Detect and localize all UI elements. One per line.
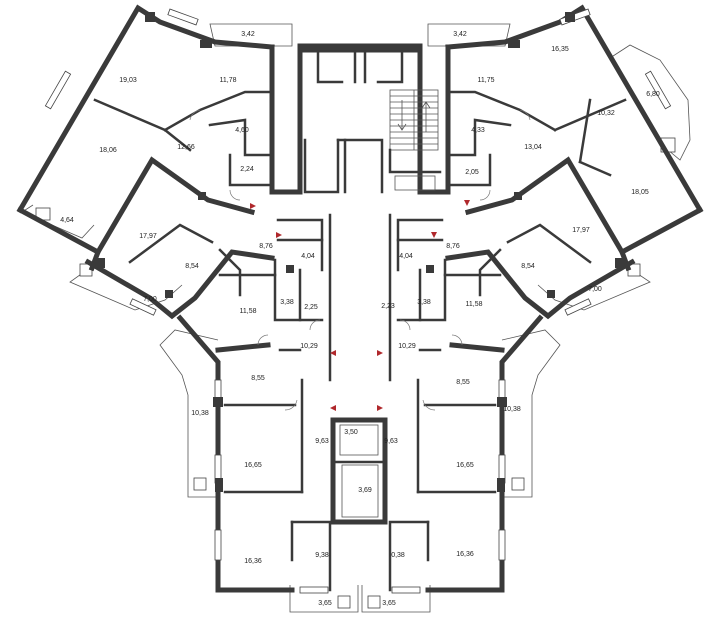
exterior-walls [16,4,704,593]
area-label: 16,65 [244,462,262,469]
area-label: 3,38 [417,299,431,306]
entry-arrow-icon [330,405,336,411]
area-label: 8,55 [456,379,470,386]
area-label: 16,36 [456,551,474,558]
area-label: 2,05 [465,169,479,176]
area-label: 3,65 [318,600,332,607]
area-label: 4,04 [399,253,413,260]
windows [44,8,672,594]
area-label: 11,75 [478,77,495,84]
area-label: 2,23 [381,303,395,310]
area-label: 3,38 [280,299,294,306]
area-label: 10,29 [398,343,416,350]
area-label: 16,36 [244,558,262,565]
area-label: 10,38 [191,410,209,417]
area-label: 8,76 [446,243,460,250]
area-label: 4,04 [301,253,315,260]
area-label: 4,33 [471,127,485,134]
entry-arrow-icon [250,203,256,209]
area-label: 9,63 [315,438,329,445]
area-label: 8,54 [185,263,199,270]
entry-arrow-icon [431,232,437,238]
area-label: 18,05 [631,189,649,196]
interior-walls [93,90,627,592]
area-label: 11,58 [240,308,257,315]
area-label: 17,97 [139,233,157,240]
area-label: 3,50 [344,429,358,436]
area-label: 6,80 [646,91,660,98]
area-label: 8,55 [251,375,265,382]
entry-arrow-icon [276,232,282,238]
room-area-labels: 3,42 3,42 19,03 11,78 4,60 12,66 2,24 18… [60,31,660,607]
area-label: 10,38 [503,406,521,413]
entry-arrow-icon [464,200,470,206]
area-label: 16,65 [456,462,474,469]
area-label: 7,00 [588,286,602,293]
area-label: 12,66 [177,144,195,151]
area-label: 9,38 [315,552,329,559]
area-label: 9,63 [384,438,398,445]
area-label: 7,00 [143,296,157,303]
area-label: 19,03 [119,77,137,84]
entry-arrow-icons [250,200,470,411]
area-label: 18,06 [99,147,117,154]
entry-arrow-icon [377,405,383,411]
area-label: 11,58 [466,301,483,308]
area-label: 8,54 [521,263,535,270]
central-core [297,43,442,525]
area-label: 16,35 [551,46,569,53]
area-label: 3,42 [453,31,467,38]
area-label: 17,97 [572,227,590,234]
entry-arrow-icon [330,350,336,356]
area-label: 2,24 [240,166,254,173]
stair-treads [390,90,438,150]
area-label: 8,76 [259,243,273,250]
area-label: 13,04 [524,144,542,151]
area-label: 3,69 [358,487,372,494]
stair-direction-icon [397,100,431,132]
area-label: 4,60 [235,127,249,134]
area-label: 11,78 [220,77,237,84]
door-swings [189,109,531,411]
area-label: 10,32 [597,110,615,117]
area-label: 10,29 [300,343,318,350]
area-label: 3,65 [382,600,396,607]
entry-arrow-icon [377,350,383,356]
area-label: 4,64 [60,217,74,224]
structural-columns [95,12,625,492]
area-label: 2,25 [304,304,318,311]
area-label: 0,38 [391,552,405,559]
area-label: 3,42 [241,31,255,38]
